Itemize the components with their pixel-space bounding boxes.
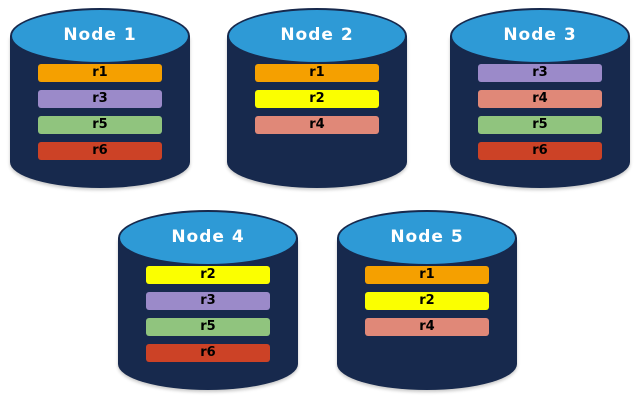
replica-r6[interactable]: r6	[38, 142, 162, 160]
cylinder-top-ellipse	[227, 8, 407, 64]
node-3[interactable]: Node 3 r3 r4 r5 r6	[450, 8, 630, 188]
node-4[interactable]: Node 4 r2 r3 r5 r6	[118, 210, 298, 390]
replica-r3[interactable]: r3	[38, 90, 162, 108]
cylinder-top-ellipse	[118, 210, 298, 266]
replica-r5[interactable]: r5	[478, 116, 602, 134]
replica-r2[interactable]: r2	[365, 292, 489, 310]
replica-r4[interactable]: r4	[478, 90, 602, 108]
replica-r2[interactable]: r2	[255, 90, 379, 108]
replica-r5[interactable]: r5	[38, 116, 162, 134]
replica-r3[interactable]: r3	[146, 292, 270, 310]
replica-r4[interactable]: r4	[365, 318, 489, 336]
node-1-label: Node 1	[63, 25, 137, 45]
replica-r5[interactable]: r5	[146, 318, 270, 336]
node-3-replica-list: r3 r4 r5 r6	[478, 64, 602, 160]
node-3-label: Node 3	[503, 25, 577, 45]
node-5-label: Node 5	[390, 227, 464, 247]
replica-r6[interactable]: r6	[146, 344, 270, 362]
replica-r4[interactable]: r4	[255, 116, 379, 134]
cylinder-top-ellipse	[10, 8, 190, 64]
node-5-replica-list: r1 r2 r4	[365, 266, 489, 336]
replica-r3[interactable]: r3	[478, 64, 602, 82]
node-1[interactable]: Node 1 r1 r3 r5 r6	[10, 8, 190, 188]
node-1-replica-list: r1 r3 r5 r6	[38, 64, 162, 160]
node-5[interactable]: Node 5 r1 r2 r4	[337, 210, 517, 390]
replica-r1[interactable]: r1	[365, 266, 489, 284]
node-2-label: Node 2	[280, 25, 354, 45]
replica-r1[interactable]: r1	[255, 64, 379, 82]
node-4-replica-list: r2 r3 r5 r6	[146, 266, 270, 362]
cylinder-top-ellipse	[337, 210, 517, 266]
node-2[interactable]: Node 2 r1 r2 r4	[227, 8, 407, 188]
cylinder-top-ellipse	[450, 8, 630, 64]
node-4-label: Node 4	[171, 227, 245, 247]
replica-r6[interactable]: r6	[478, 142, 602, 160]
replica-r2[interactable]: r2	[146, 266, 270, 284]
replica-r1[interactable]: r1	[38, 64, 162, 82]
node-2-replica-list: r1 r2 r4	[255, 64, 379, 134]
